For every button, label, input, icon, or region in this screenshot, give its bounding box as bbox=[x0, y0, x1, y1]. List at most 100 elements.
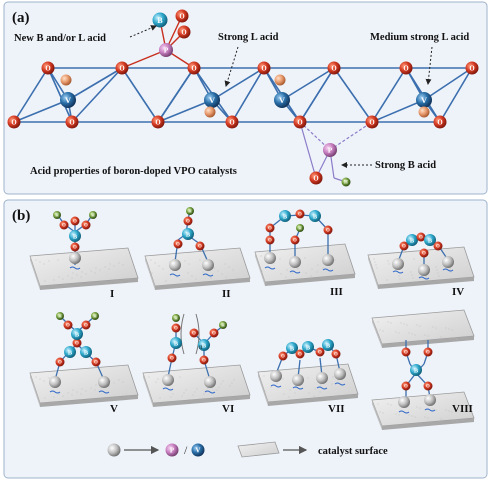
structure-label-vii: VII bbox=[328, 403, 345, 415]
oxygen-atom-symbol: O bbox=[403, 65, 408, 72]
oxygen-atom: O bbox=[81, 320, 91, 330]
hydrogen-atom-symbol: H bbox=[188, 209, 192, 214]
oxygen-atom-symbol: O bbox=[155, 119, 160, 126]
bracket-left bbox=[180, 313, 185, 355]
hydrogen-atom-symbol: H bbox=[55, 213, 59, 218]
oxygen-atom-symbol: O bbox=[404, 351, 408, 356]
boron-atom-symbol: B bbox=[313, 213, 318, 220]
oxygen-atom: O bbox=[199, 355, 209, 365]
oxygen-atom-symbol: O bbox=[469, 65, 474, 72]
vanadium-atom-symbol: V bbox=[65, 96, 71, 105]
oxygen-atom: O bbox=[151, 115, 165, 129]
anchor-wave bbox=[334, 382, 346, 386]
vanadium-atom: V bbox=[191, 443, 205, 457]
boron-atom-symbol: B bbox=[174, 340, 179, 347]
oxygen-atom-symbol: O bbox=[419, 236, 423, 241]
oxygen-atom-symbol: O bbox=[181, 29, 186, 36]
oxygen-atom-symbol: O bbox=[174, 327, 178, 332]
oxygen-atom-symbol: O bbox=[45, 65, 50, 72]
oxygen-atom: O bbox=[295, 209, 305, 219]
anchor-wave bbox=[392, 270, 404, 274]
hydrogen-atom-symbol: H bbox=[298, 226, 302, 231]
boron-atom: B bbox=[286, 342, 298, 354]
surface-metal-atom bbox=[398, 396, 410, 408]
oxygen-atom-symbol: O bbox=[75, 342, 79, 347]
oxygen-atom-symbol: O bbox=[69, 119, 74, 126]
hydrogen-atom: H bbox=[56, 312, 64, 320]
dimer-subscript: n bbox=[199, 343, 203, 351]
anchor-wave bbox=[69, 266, 81, 270]
catalyst-surface-slab bbox=[144, 247, 251, 290]
hydrogen-atom-symbol: H bbox=[93, 314, 97, 319]
bracket-right bbox=[195, 313, 200, 355]
boron-atom: B bbox=[152, 12, 168, 28]
hydroxyl-atom bbox=[274, 74, 286, 86]
oxygen-atom: O bbox=[195, 241, 205, 251]
oxygen-atom-symbol: O bbox=[436, 245, 440, 250]
hydrogen-atom: H bbox=[172, 314, 180, 322]
oxygen-atom: O bbox=[331, 349, 341, 359]
structure-label-viii: VIII bbox=[452, 403, 473, 415]
annotation-new-acid-arrow bbox=[129, 25, 157, 38]
boron-atom-symbol: B bbox=[414, 367, 419, 374]
oxygen-atom-symbol: O bbox=[202, 359, 206, 364]
anchor-wave bbox=[264, 266, 276, 270]
oxygen-atom-symbol: O bbox=[186, 220, 190, 225]
catalyst-surface-slab bbox=[257, 363, 359, 406]
oxygen-atom: O bbox=[433, 115, 447, 129]
oxygen-atom-symbol: O bbox=[179, 13, 184, 20]
oxygen-atom: O bbox=[290, 235, 300, 245]
anchor-wave bbox=[424, 408, 436, 412]
oxygen-atom-symbol: O bbox=[369, 119, 374, 126]
oxygen-atom-symbol: O bbox=[73, 220, 77, 225]
catalyst-surface-slab bbox=[29, 247, 139, 290]
hydrogen-atom-symbol: H bbox=[174, 316, 178, 321]
panel-a-label: (a) bbox=[12, 10, 30, 26]
oxygen-atom: O bbox=[59, 220, 69, 230]
annotation-strong-b: Strong B acid bbox=[375, 160, 436, 171]
hydrogen-atom: H bbox=[186, 207, 194, 215]
oxygen-atom: O bbox=[265, 235, 275, 245]
oxygen-atom-symbol: O bbox=[62, 224, 66, 229]
oxygen-atom: O bbox=[115, 61, 129, 75]
oxygen-atom: O bbox=[401, 381, 411, 391]
oxygen-atom: O bbox=[295, 349, 305, 359]
vanadium-atom-symbol: V bbox=[421, 96, 427, 105]
hydrogen-atom: H bbox=[341, 177, 351, 187]
hydroxyl-atom bbox=[60, 74, 72, 86]
surface-metal-atom bbox=[292, 374, 304, 386]
oxygen-atom: O bbox=[173, 239, 183, 249]
hydrogen-atom-symbol: H bbox=[58, 314, 62, 319]
boron-atom: B bbox=[198, 339, 210, 351]
oxygen-atom-symbol: O bbox=[84, 224, 88, 229]
catalyst-surface-slab bbox=[371, 391, 475, 430]
hydrogen-atom-symbol: H bbox=[344, 181, 348, 186]
oxygen-atom: O bbox=[183, 216, 193, 226]
anchor-wave bbox=[98, 390, 110, 394]
oxygen-atom: O bbox=[70, 242, 80, 252]
oxygen-atom: O bbox=[225, 115, 239, 129]
oxygen-atom: O bbox=[91, 357, 101, 367]
oxygen-atom: O bbox=[189, 328, 199, 338]
oxygen-atom-symbol: O bbox=[11, 119, 16, 126]
oxygen-atom: O bbox=[177, 25, 191, 39]
oxygen-atom-symbol: O bbox=[297, 119, 302, 126]
legend-surface-slab bbox=[237, 441, 280, 458]
oxygen-atom: O bbox=[70, 216, 80, 226]
boron-atom-symbol: B bbox=[202, 342, 207, 349]
oxygen-atom-symbol: O bbox=[229, 119, 234, 126]
boron-atom-symbol: B bbox=[410, 237, 415, 244]
oxygen-atom-symbol: O bbox=[437, 119, 442, 126]
phosphorus-atom-symbol: P bbox=[164, 46, 169, 55]
oxygen-atom: O bbox=[41, 61, 55, 75]
boron-atom-symbol: B bbox=[326, 342, 331, 349]
oxygen-atom-symbol: O bbox=[426, 385, 430, 390]
boron-atom: B bbox=[410, 364, 422, 376]
anchor-wave bbox=[289, 270, 301, 274]
phosphorus-atom-symbol: P bbox=[328, 146, 333, 155]
anchor-wave bbox=[49, 390, 61, 394]
surface-metal-atom bbox=[289, 256, 301, 268]
oxygen-atom-symbol: O bbox=[212, 332, 216, 337]
